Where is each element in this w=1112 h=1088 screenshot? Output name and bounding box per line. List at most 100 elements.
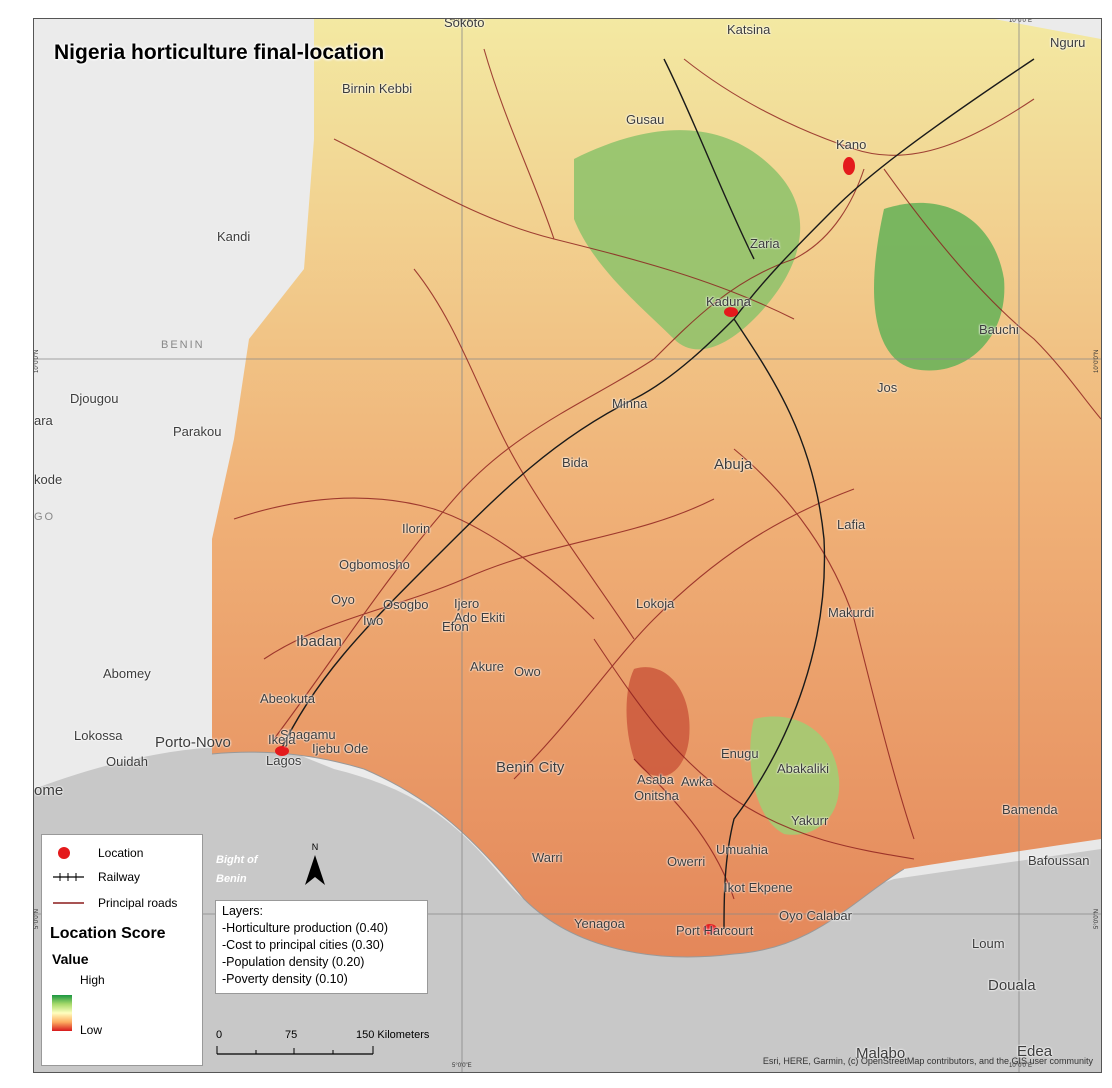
place-parakou: Parakou — [173, 424, 222, 439]
place-ado-ekiti: Ado Ekiti — [454, 610, 506, 625]
tick-lat-top-left: 10°0'0"N — [34, 349, 40, 373]
legend-location-label: Location — [98, 846, 144, 860]
railways — [278, 58, 1035, 930]
place-porto-novo: Porto-Novo — [155, 734, 231, 751]
place-kaduna: Kaduna — [706, 294, 751, 309]
place-lagos: Lagos — [266, 753, 302, 768]
tick-lon-left-top: 5°0'0"E — [452, 18, 472, 24]
place-ogbomosho: Ogbomosho — [339, 557, 410, 572]
place-ijebu-ode: Ijebu Ode — [312, 741, 369, 756]
country-label-benin: BENIN — [161, 339, 205, 351]
place-kano: Kano — [836, 137, 867, 152]
place-nguru: Nguru — [1050, 35, 1086, 50]
high-score-zone-northeast — [874, 202, 1005, 371]
location-marker-port-harcourt[interactable] — [703, 924, 717, 934]
place-douala: Douala — [988, 977, 1036, 994]
scale-label-zero: 0 — [216, 1029, 223, 1041]
coastline — [211, 751, 905, 958]
place-lafia: Lafia — [837, 517, 866, 532]
place-gusau: Gusau — [626, 112, 665, 127]
sea-label: Bight of Benin — [216, 854, 258, 885]
place-jos: Jos — [877, 380, 898, 395]
place-benin-city: Benin City — [496, 759, 565, 776]
place-iwo: Iwo — [363, 613, 384, 628]
place-kandi: Kandi — [217, 229, 251, 244]
scale-bar: 0 75 150 Kilometers — [216, 1029, 456, 1059]
place-owerri: Owerri — [667, 854, 706, 869]
legend: Location Railway Principal roads Locatio… — [41, 834, 203, 1066]
place-umuahia: Umuahia — [716, 842, 769, 857]
place-abuja: Abuja — [714, 456, 753, 473]
location-marker-kano[interactable] — [843, 157, 855, 175]
legend-value-label: Value — [52, 951, 89, 967]
place-awka: Awka — [681, 774, 713, 789]
place-enugu: Enugu — [721, 746, 759, 761]
tick-lon-right-bottom: 10°0'0"E — [1009, 1063, 1033, 1069]
map-frame[interactable]: 5°0'0"E 10°0'0"E 5°0'0"E 10°0'0"E 10°0'0… — [33, 18, 1102, 1073]
place-makurdi: Makurdi — [828, 605, 875, 620]
layer-item: -Cost to principal cities (0.30) — [222, 938, 384, 952]
place-ouidah: Ouidah — [106, 754, 148, 769]
place-yakurr: Yakurr — [791, 813, 829, 828]
place-yenagoa: Yenagoa — [574, 916, 625, 931]
place-abakaliki: Abakaliki — [777, 761, 830, 776]
place-port-harcourt: Port Harcourt — [676, 923, 754, 938]
high-score-zone-north — [574, 130, 801, 350]
place-zaria: Zaria — [750, 236, 780, 251]
legend-railway-label: Railway — [98, 870, 141, 884]
place-ilorin: Ilorin — [402, 521, 431, 536]
scale-label-end: 150 Kilometers — [356, 1029, 430, 1041]
legend-railway-icon — [53, 873, 84, 881]
tick-lat-bottom-left: 5°0'0"N — [34, 908, 40, 929]
layers-box: Layers: -Horticulture production (0.40) … — [215, 900, 428, 994]
place-onitsha: Onitsha — [634, 788, 679, 803]
place-warri: Warri — [532, 850, 563, 865]
place-owo: Owo — [514, 664, 541, 679]
location-marker-kaduna[interactable] — [724, 307, 738, 317]
place-asaba: Asaba — [637, 772, 674, 787]
place-oyo: Oyo — [331, 592, 355, 607]
svg-text:N: N — [312, 842, 319, 852]
legend-symbols — [53, 847, 84, 904]
place-akure: Akure — [470, 659, 504, 674]
legend-high-label: High — [80, 973, 105, 987]
place-abomey: Abomey — [103, 666, 151, 681]
legend-roads-label: Principal roads — [98, 896, 178, 910]
layer-item: -Horticulture production (0.40) — [222, 921, 389, 935]
place-edea: Edea — [1017, 1043, 1053, 1060]
scale-bar-graphic — [216, 1046, 374, 1055]
place-abeokuta: Abeokuta — [260, 691, 315, 706]
place-ibadan: Ibadan — [296, 633, 342, 650]
legend-score-title: Location Score — [50, 925, 166, 942]
place-ijero: Ijero — [454, 596, 480, 611]
place-bida: Bida — [562, 455, 589, 470]
north-arrow-icon: N — [305, 842, 325, 885]
attribution: Esri, HERE, Garmin, (c) OpenStreetMap co… — [762, 1056, 1093, 1066]
place-ikeja: Ikeja — [268, 732, 296, 747]
map-canvas[interactable] — [34, 19, 1101, 1072]
tick-lat-bottom-right: 5°0'0"N — [1094, 908, 1100, 929]
location-marker-lagos[interactable] — [275, 746, 289, 756]
place-lome: ome — [34, 782, 64, 799]
place-kara: ara — [34, 413, 53, 428]
place-ikot-ekpene: Ikot Ekpene — [724, 880, 793, 895]
place-lokoja: Lokoja — [636, 596, 675, 611]
place-bauchi: Bauchi — [979, 322, 1019, 337]
place-kokode: kode — [34, 472, 63, 487]
layer-item: -Population density (0.20) — [222, 955, 365, 969]
map-title: Nigeria horticulture final-location — [54, 41, 385, 64]
place-shagamu: Shagamu — [280, 727, 336, 742]
tick-lon-right-top: 10°0'0"E — [1009, 18, 1033, 24]
high-score-zone-east — [750, 716, 840, 835]
place-bafoussam: Bafoussan — [1028, 853, 1090, 868]
layer-item: -Poverty density (0.10) — [222, 972, 348, 986]
place-oyo-calabar: Oyo Calabar — [779, 908, 852, 923]
principal-roads — [233, 48, 1101, 900]
country-label-togo: GO — [34, 511, 56, 523]
place-efon: Efon — [442, 619, 469, 634]
layers-heading: Layers: — [222, 904, 263, 918]
scale-label-mid: 75 — [285, 1029, 298, 1041]
place-minna: Minna — [612, 396, 648, 411]
legend-low-label: Low — [80, 1023, 103, 1037]
place-osogbo: Osogbo — [383, 597, 429, 612]
